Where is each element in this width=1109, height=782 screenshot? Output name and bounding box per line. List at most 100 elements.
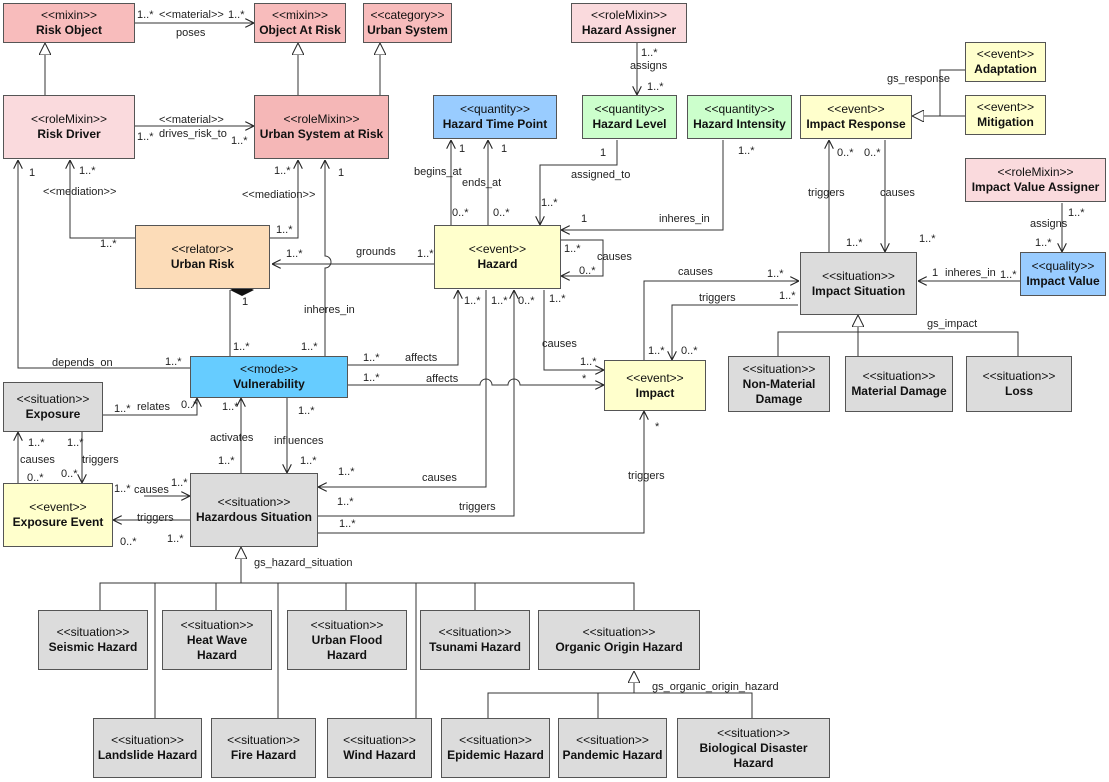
stereotype: <<event>> (29, 500, 87, 514)
class-heat-wave-hazard[interactable]: <<situation>> Heat Wave Hazard (162, 610, 272, 670)
class-impact-value[interactable]: <<quality>> Impact Value (1020, 252, 1106, 296)
class-name: Exposure (25, 407, 81, 421)
class-landslide-hazard[interactable]: <<situation>> Landslide Hazard (93, 718, 202, 778)
multiplicity: * (582, 373, 587, 385)
stereotype: <<situation>> (582, 625, 656, 639)
multiplicity: 1..* (337, 496, 354, 508)
multiplicity: 1..* (228, 9, 245, 21)
multiplicity: 1..* (100, 238, 117, 250)
association-label: activates (210, 432, 254, 444)
class-name: Landslide Hazard (97, 748, 198, 762)
multiplicity: 1..* (114, 403, 131, 415)
class-name: Material Damage (851, 384, 947, 398)
multiplicity: 1..* (647, 81, 664, 93)
stereotype: <<situation>> (343, 733, 416, 747)
association-label: triggers (628, 470, 665, 482)
class-name: Urban Risk (170, 257, 235, 271)
class-hazard[interactable]: <<event>> Hazard (434, 225, 561, 289)
class-adaptation[interactable]: <<event>> Adaptation (965, 42, 1046, 82)
multiplicity: 0..* (579, 265, 596, 277)
multiplicity: 1..* (298, 405, 315, 417)
association-label: causes (542, 338, 577, 350)
class-organic-origin-hazard[interactable]: <<situation>> Organic Origin Hazard (538, 610, 700, 670)
class-name: Urban Flood Hazard (311, 632, 383, 662)
class-exposure-event[interactable]: <<event>> Exposure Event (3, 483, 113, 547)
class-hazardous-situation[interactable]: <<situation>> Hazardous Situation (190, 473, 318, 547)
association-label: relates (137, 401, 171, 413)
class-impact[interactable]: <<event>> Impact (604, 360, 706, 411)
class-name: Hazardous Situation (195, 510, 312, 524)
association-label: assigned_to (571, 169, 631, 181)
class-exposure[interactable]: <<situation>> Exposure (3, 382, 103, 432)
generalization-set-label: gs_organic_origin_hazard (652, 681, 779, 693)
class-risk-object[interactable]: <<mixin>> Risk Object (3, 3, 135, 43)
stereotype: <<mixin>> (271, 8, 329, 22)
multiplicity: 1..* (222, 401, 239, 413)
class-wind-hazard[interactable]: <<situation>> Wind Hazard (327, 718, 432, 778)
multiplicity: 1..* (919, 233, 936, 245)
multiplicity: 1..* (276, 224, 293, 236)
class-hazard-time-point[interactable]: <<quantity>> Hazard Time Point (433, 95, 557, 139)
multiplicity: 1..* (641, 47, 658, 59)
stereotype: <<quantity>> (459, 102, 531, 116)
stereotype: <<roleMixin>> (590, 8, 668, 22)
class-hazard-level[interactable]: <<quantity>> Hazard Level (582, 95, 677, 139)
stereotype: <<situation>> (310, 617, 384, 632)
class-vulnerability[interactable]: <<mode>> Vulnerability (190, 356, 348, 398)
class-object-at-risk[interactable]: <<mixin>> Object At Risk (254, 3, 346, 43)
class-non-material-damage[interactable]: <<situation>> Non-Material Damage (728, 356, 830, 412)
stereotype: <<category>> (370, 8, 445, 22)
class-name: Risk Object (35, 23, 103, 37)
association-label: begins_at (414, 166, 462, 178)
class-seismic-hazard[interactable]: <<situation>> Seismic Hazard (38, 610, 148, 670)
association-label: affects (426, 373, 459, 385)
stereotype: <<event>> (976, 47, 1035, 61)
class-name: Urban System (367, 23, 448, 37)
class-name: Hazard Time Point (442, 117, 548, 131)
class-impact-value-assigner[interactable]: <<roleMixin>> Impact Value Assigner (965, 158, 1106, 202)
multiplicity: 1..* (286, 248, 303, 260)
class-fire-hazard[interactable]: <<situation>> Fire Hazard (211, 718, 316, 778)
class-urban-flood-hazard[interactable]: <<situation>> Urban Flood Hazard (287, 610, 407, 670)
class-name: Fire Hazard (230, 748, 297, 762)
class-hazard-intensity[interactable]: <<quantity>> Hazard Intensity (687, 95, 792, 139)
association-label: assigns (630, 60, 668, 72)
class-pandemic-hazard[interactable]: <<situation>> Pandemic Hazard (558, 718, 667, 778)
multiplicity: 0..* (837, 147, 854, 159)
class-urban-system[interactable]: <<category>> Urban System (363, 3, 452, 43)
multiplicity: 1..* (491, 295, 508, 307)
association-label: depends_on (52, 357, 113, 369)
class-risk-driver[interactable]: <<roleMixin>> Risk Driver (3, 95, 135, 159)
multiplicity: 1..* (79, 165, 96, 177)
multiplicity: 0..* (864, 147, 881, 159)
class-name: Object At Risk (259, 23, 341, 37)
stereotype: <<event>> (976, 100, 1035, 114)
multiplicity: 0..* (120, 536, 137, 548)
class-name: Seismic Hazard (48, 640, 138, 654)
multiplicity: 1..* (549, 293, 566, 305)
multiplicity: 1 (459, 143, 466, 155)
stereotype: <<quantity>> (704, 102, 775, 116)
association-label: causes (20, 454, 55, 466)
class-loss[interactable]: <<situation>> Loss (966, 356, 1072, 412)
multiplicity: 1..* (137, 9, 154, 21)
stereotype: <<roleMixin>> (997, 165, 1074, 179)
multiplicity: 1..* (1000, 269, 1017, 281)
class-urban-system-at-risk[interactable]: <<roleMixin>> Urban System at Risk (254, 95, 389, 159)
class-name: Hazard Assigner (581, 23, 677, 37)
class-material-damage[interactable]: <<situation>> Material Damage (845, 356, 953, 412)
class-biological-disaster-hazard[interactable]: <<situation>> Biological Disaster Hazard (677, 718, 830, 778)
class-mitigation[interactable]: <<event>> Mitigation (965, 95, 1046, 135)
multiplicity: 1..* (363, 372, 380, 384)
class-name: Organic Origin Hazard (555, 640, 683, 654)
stereotype: <<situation>> (227, 733, 300, 747)
class-hazard-assigner[interactable]: <<roleMixin>> Hazard Assigner (571, 3, 687, 43)
class-impact-response[interactable]: <<event>> Impact Response (800, 95, 912, 139)
class-urban-risk[interactable]: <<relator>> Urban Risk (135, 225, 270, 289)
class-impact-situation[interactable]: <<situation>> Impact Situation (800, 252, 917, 315)
multiplicity: 1..* (339, 518, 356, 530)
class-epidemic-hazard[interactable]: <<situation>> Epidemic Hazard (441, 718, 550, 778)
class-tsunami-hazard[interactable]: <<situation>> Tsunami Hazard (420, 610, 530, 670)
multiplicity: 1..* (648, 345, 665, 357)
stereotype: <<situation>> (982, 369, 1056, 383)
